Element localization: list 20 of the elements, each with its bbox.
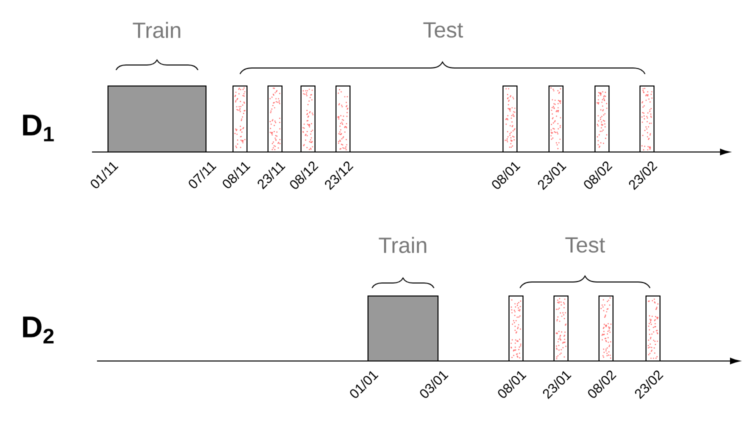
bracket-label: Test [565,237,606,253]
test-period-bar [300,86,316,152]
bracket-label: Train [132,22,180,38]
test-period-bar [336,86,350,152]
test-period-bar [508,296,524,362]
bracket-label: Train [378,236,426,254]
test-period-bar [640,86,654,152]
test-period-bar [502,86,518,152]
test-period-bar [594,86,610,152]
test-period-bar [268,86,282,152]
test-period-bar [548,86,564,152]
test-period-bar [232,86,248,152]
test-period-bar [646,296,660,362]
bracket-label: Test [423,22,464,38]
training-period-box [368,296,438,362]
dataset-label: D$_{1}$ [23,114,54,142]
test-period-bar [554,296,568,362]
training-period-box [108,86,206,152]
dataset-label: D$_{2}$ [23,316,54,344]
test-period-bar [598,296,614,362]
